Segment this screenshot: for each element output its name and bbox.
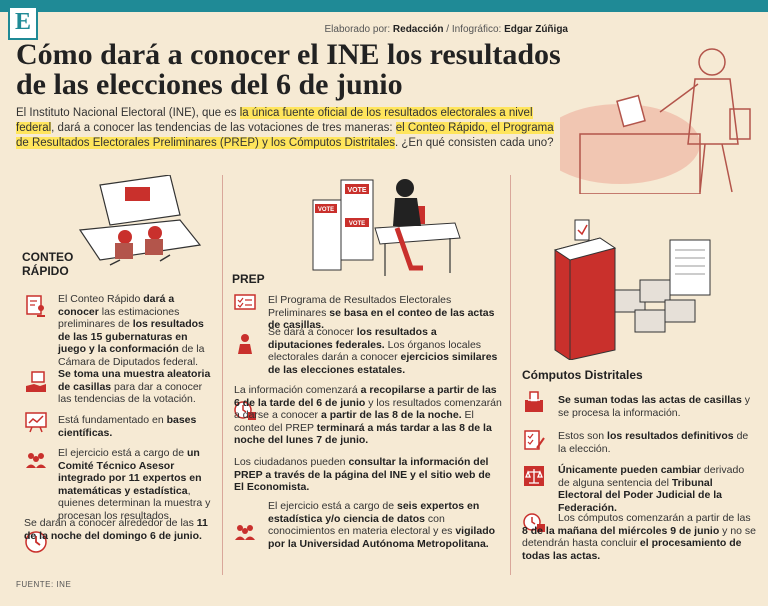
computos-illustration xyxy=(545,200,725,361)
computos-item-1: Se suman todas las actas de casillas y s… xyxy=(558,394,758,419)
text: Se dará a conocer xyxy=(268,326,357,338)
text-bold: vigilado por la Universidad Autónoma Met… xyxy=(268,525,496,550)
credits-prefix: Elaborado por: xyxy=(324,24,393,35)
computos-item-4: Los cómputos comenzarán a partir de las … xyxy=(522,512,758,562)
el-economista-logo: E xyxy=(8,6,38,40)
text: para dar a conocer las tendencias de la … xyxy=(58,380,203,406)
text-bold: los resultados a diputaciones federales. xyxy=(268,326,437,351)
column-divider xyxy=(510,175,511,575)
conteo-item-1: El Conteo Rápido dará a conocer las esti… xyxy=(58,293,216,368)
gavel-scale-icon xyxy=(522,464,546,488)
text: Se darán a conocer alrededor de las xyxy=(24,517,197,529)
text-bold: se basa en el conteo de las actas de cas… xyxy=(268,306,495,332)
prep-item-4: Los ciudadanos pueden consultar la infor… xyxy=(234,456,502,494)
column-divider xyxy=(222,175,223,575)
prep-illustration: VOTE VOTE VOTE xyxy=(305,168,465,283)
text-bold: seis expertos en estadística y/o ciencia… xyxy=(268,500,480,525)
conteo-item-3: Está fundamentado en bases científicas. xyxy=(58,414,216,439)
vote-sign-1: VOTE xyxy=(347,187,366,194)
credits: Elaborado por: Redacción / Infográfico: … xyxy=(325,24,568,35)
text: El ejercicio está a cargo de xyxy=(268,500,397,512)
credits-prefix-2: Infográfico: xyxy=(451,24,505,35)
page-title: Cómo dará a conocer el INE los resultado… xyxy=(16,38,561,101)
hand-ballot-icon xyxy=(24,370,48,394)
computos-item-2: Estos son los resultados definitivos de … xyxy=(558,430,758,455)
conteo-item-4: El ejercicio está a cargo de un Comité T… xyxy=(58,447,216,522)
text: de la elección. xyxy=(558,430,749,455)
intro-paragraph: El Instituto Nacional Electoral (INE), q… xyxy=(16,106,566,151)
text-bold: los resultados de las 15 gubernaturas en… xyxy=(58,318,204,355)
text: El ejercicio está a cargo de xyxy=(58,447,187,459)
text: El conteo del PREP xyxy=(234,409,474,434)
text: La información comenzará xyxy=(234,384,361,396)
conteo-heading: CONTEO RÁPIDO xyxy=(22,250,73,278)
conteo-heading-line-2: RÁPIDO xyxy=(22,264,69,278)
voter-illustration xyxy=(540,24,760,195)
prep-item-3: La información comenzará a recopilarse a… xyxy=(234,384,502,447)
computos-item-3: Únicamente pueden cambiar derivado de al… xyxy=(558,464,758,514)
intro-text: El Instituto Nacional Electoral (INE), q… xyxy=(16,107,240,119)
text-bold: bases científicas. xyxy=(58,414,197,439)
prep-item-1: El Programa de Resultados Electorales Pr… xyxy=(268,294,500,332)
conteo-illustration xyxy=(70,174,210,275)
text-bold: consultar la información del PREP a trav… xyxy=(234,456,491,493)
text-bold: 11 de la noche del domingo 6 de junio. xyxy=(24,517,208,542)
person-icon xyxy=(233,332,257,356)
vote-sign-3: VOTE xyxy=(349,221,365,227)
conteo-item-5: Se darán a conocer alrededor de las 11 d… xyxy=(24,517,212,542)
intro-text: . ¿En qué consisten cada uno? xyxy=(395,137,554,149)
text-bold: Se suman todas las actas de casillas xyxy=(558,394,742,406)
clock-calendar-icon xyxy=(522,510,546,534)
credits-designer: Edgar Zúñiga xyxy=(504,24,568,35)
text-bold: ejercicios similares de las elecciones e… xyxy=(268,351,498,376)
text: Los ciudadanos pueden xyxy=(234,456,349,468)
checklist-pen-icon xyxy=(522,428,546,452)
text: El Conteo Rápido xyxy=(58,293,144,305)
text: Está fundamentado en xyxy=(58,414,167,426)
top-bar xyxy=(0,0,768,12)
text: Estos son xyxy=(558,430,608,442)
clock-icon xyxy=(24,530,48,554)
text: El Programa de Resultados Electorales Pr… xyxy=(268,294,452,319)
document-person-icon xyxy=(24,294,48,318)
text: y se procesa la información. xyxy=(558,394,751,419)
text: con conocimientos en materia electoral y… xyxy=(268,512,456,538)
text-bold: Únicamente pueden cambiar xyxy=(558,464,701,476)
computos-heading: Cómputos Distritales xyxy=(522,368,643,382)
credits-author: Redacción xyxy=(392,24,444,35)
text: de la Cámara de Diputados federal. xyxy=(58,343,205,368)
text: derivado de alguna sentencia del xyxy=(558,464,745,489)
ballot-box-icon xyxy=(522,390,546,414)
clock-calendar-icon xyxy=(233,398,257,422)
source-note: FUENTE: INE xyxy=(16,580,72,589)
text-bold: un Comité Técnico Asesor integrado por 1… xyxy=(58,447,202,497)
text: Los cómputos comenzarán a partir de las xyxy=(558,512,751,524)
credits-separator: / xyxy=(443,24,452,35)
text: las estimaciones preliminares de xyxy=(58,305,180,331)
group-icon xyxy=(233,520,257,544)
text-bold: terminará a más tardar a las 8 de la noc… xyxy=(234,421,492,447)
text-bold: el procesamiento de todas las actas. xyxy=(522,537,742,562)
text: , quienes determinan la muestra y proces… xyxy=(58,484,211,522)
intro-text: , dará a conocer las tendencias de las v… xyxy=(51,122,396,134)
text-bold: a recopilarse a partir de las 6 de la ta… xyxy=(234,384,497,409)
text-bold: los resultados definitivos xyxy=(607,430,734,442)
checklist-monitor-icon xyxy=(233,292,257,316)
prep-heading: PREP xyxy=(232,272,265,286)
text-bold: a partir de las 8 de la noche. xyxy=(320,409,462,421)
text: y no se detendrán hasta concluir xyxy=(522,524,757,550)
conteo-item-2: Se toma una muestra aleatoria de casilla… xyxy=(58,368,216,406)
prep-item-5: El ejercicio está a cargo de seis expert… xyxy=(268,500,502,550)
text-bold: dará a conocer xyxy=(58,293,175,318)
prep-item-2: Se dará a conocer los resultados a diput… xyxy=(268,326,500,376)
text-bold: 8 de la mañana del miércoles 9 de junio xyxy=(522,524,720,537)
text: Los órganos locales electorales darán a … xyxy=(268,338,482,364)
conteo-heading-line-1: CONTEO xyxy=(22,250,74,264)
text-bold: Se toma una muestra aleatoria de casilla… xyxy=(58,368,211,393)
text: y los resultados comenzarán a darse a co… xyxy=(234,396,502,422)
group-icon xyxy=(24,448,48,472)
text-bold: Tribunal Electoral del Poder Judicial de… xyxy=(558,476,722,514)
vote-sign-2: VOTE xyxy=(318,207,334,213)
chart-board-icon xyxy=(24,410,48,434)
